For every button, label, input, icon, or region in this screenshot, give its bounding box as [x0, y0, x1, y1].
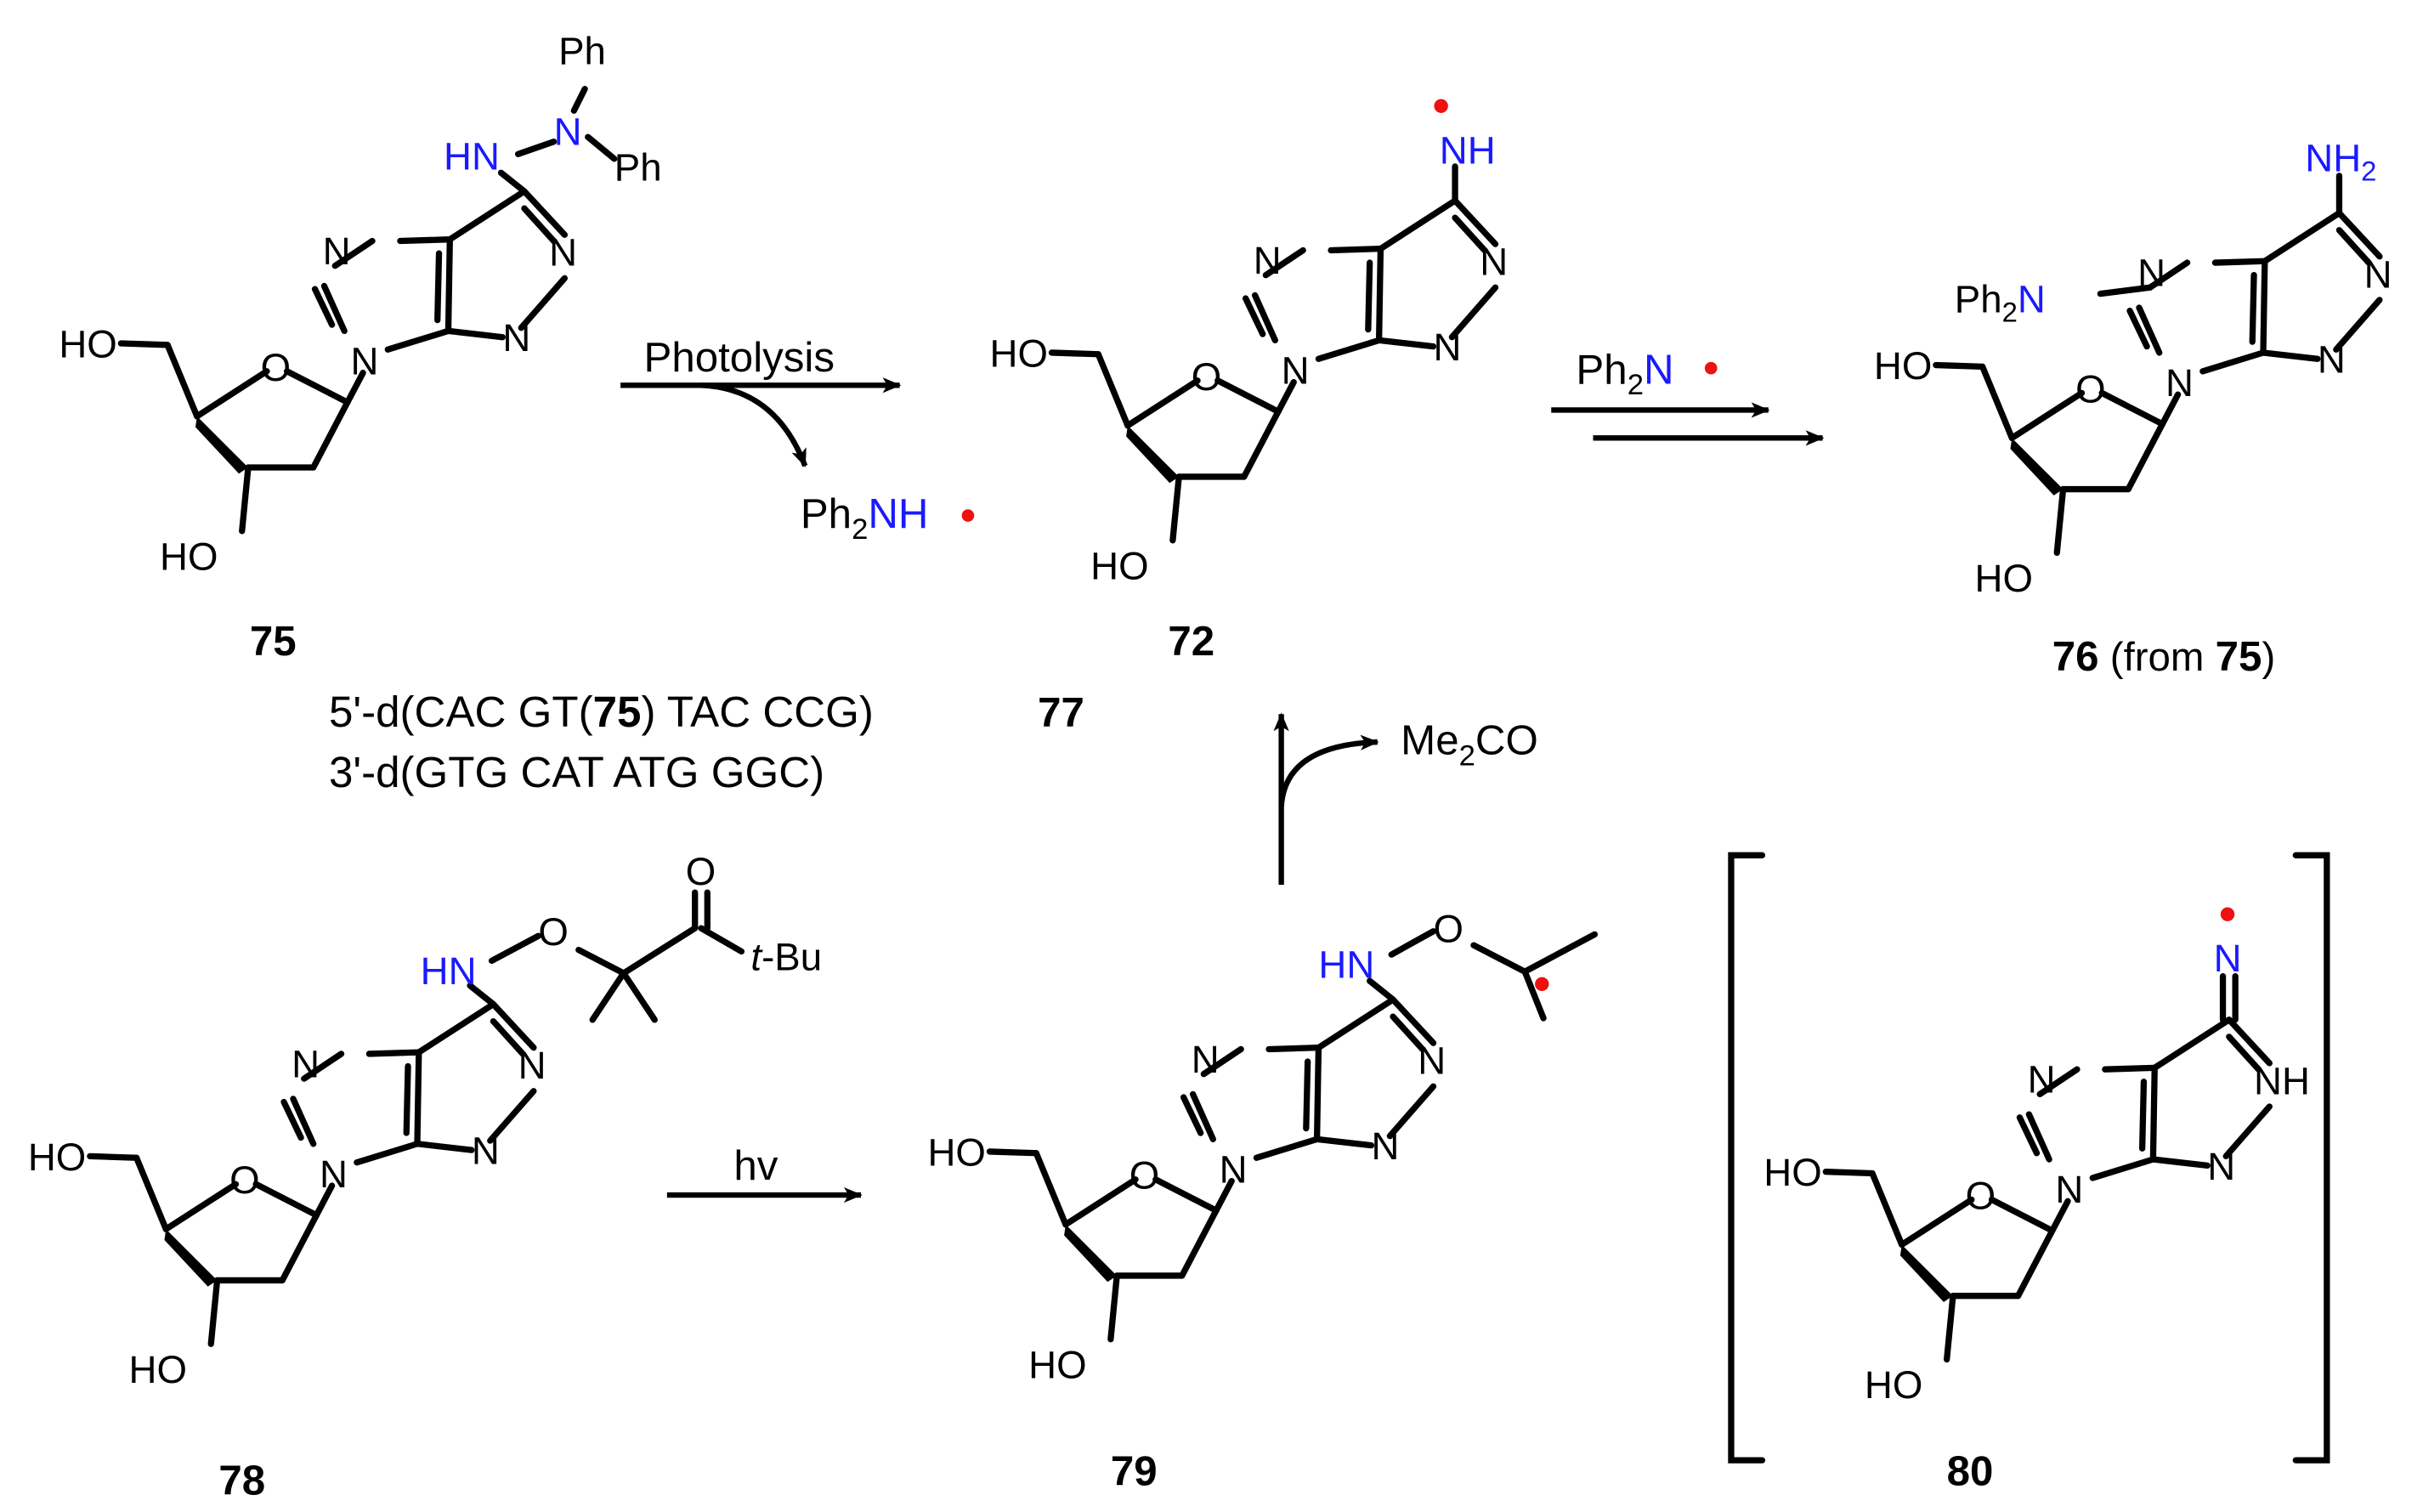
arrow-hv: hv: [666, 1142, 863, 1203]
label-compound-79: 79: [1111, 1447, 1158, 1494]
label-o: O: [538, 910, 569, 954]
strand-3-prime: 3'-d(GTG CAT ATG GGC): [329, 748, 824, 796]
atom-n3: N: [2318, 338, 2346, 382]
label-nh2: NH2: [2305, 136, 2376, 186]
label-o: O: [1434, 908, 1463, 951]
atom-o4: O: [2075, 367, 2106, 411]
label-compound-72: 72: [1168, 618, 1214, 665]
label-compound-77: 77: [1038, 689, 1084, 736]
atom-n3: N: [2207, 1145, 2235, 1188]
label-compound-75: 75: [250, 618, 297, 665]
atom-n1: N: [1418, 1039, 1446, 1083]
label-3-oh: HO: [1028, 1343, 1086, 1386]
bracket-right: [2292, 852, 2330, 1464]
label-carbonyl-o: O: [686, 850, 716, 893]
atom-o4: O: [229, 1158, 260, 1202]
atom-o4: O: [261, 346, 292, 389]
atom-n9: N: [1220, 1147, 1248, 1191]
label-5-oh: HO: [1763, 1151, 1821, 1194]
atom-n9: N: [351, 339, 379, 382]
compound-76: N N N N O HO HO NH2 Ph2N 76 (from 75): [1874, 136, 2392, 680]
compound-80: N NH N N O HO HO N 80: [1763, 907, 2310, 1494]
compound-75: N N N N O HO HO HN N Ph Ph 75: [59, 29, 661, 664]
reagent-photolysis: Photolysis: [643, 334, 835, 381]
atom-n7: N: [2028, 1058, 2056, 1101]
atom-o4: O: [1192, 355, 1222, 399]
label-5-oh: HO: [59, 322, 116, 365]
label-ph2n: Ph2N: [1955, 277, 2046, 327]
atom-n7: N: [323, 229, 351, 273]
label-nh-radical: NH: [1440, 128, 1496, 172]
atom-n3: N: [502, 316, 530, 360]
label-3-oh: HO: [128, 1348, 186, 1391]
label-5-oh: HO: [927, 1130, 985, 1174]
atom-n3: N: [1434, 326, 1462, 369]
compound-78: N N N N O HO HO HN O O t-Bu 78: [28, 850, 822, 1504]
atom-n7: N: [1254, 239, 1282, 282]
label-compound-80: 80: [1947, 1447, 1994, 1494]
label-hn: HN: [1318, 943, 1374, 987]
atom-n1: N: [518, 1044, 546, 1087]
bracket-left: [1728, 852, 1766, 1464]
atom-n9: N: [2165, 361, 2194, 405]
radical-dot: [1434, 99, 1448, 113]
strand-5-prime: 5'-d(CAC GT(75) TAC CCG): [329, 688, 874, 736]
byproduct-ph2nh: Ph2NH: [801, 490, 929, 546]
label-hn: HN: [444, 135, 500, 178]
label-3-oh: HO: [1975, 557, 2033, 600]
reagent-ph2n: Ph2N: [1576, 346, 1673, 401]
label-5-oh: HO: [1874, 344, 1932, 388]
label-3-oh: HO: [1090, 544, 1148, 587]
label-tbu: t-Bu: [750, 935, 822, 978]
arrow-ph2n: Ph2N: [1551, 346, 1825, 446]
atom-n9: N: [2055, 1168, 2083, 1211]
atom-n9: N: [1282, 348, 1310, 392]
label-3-oh: HO: [1865, 1363, 1922, 1407]
oligonucleotide-77: 5'-d(CAC GT(75) TAC CCG) 3'-d(GTG CAT AT…: [329, 688, 1084, 796]
radical-dot: [1704, 361, 1718, 375]
atom-n3: N: [1371, 1124, 1399, 1168]
byproduct-me2co: Me2CO: [1401, 717, 1538, 773]
arrow-photolysis: Photolysis Ph2NH: [620, 334, 975, 546]
atom-n7: N: [1192, 1038, 1220, 1081]
label-compound-78: 78: [218, 1457, 265, 1504]
label-hn: HN: [421, 949, 477, 993]
compound-72: N N N N O HO HO NH 72: [989, 99, 1508, 665]
label-3-oh: HO: [160, 535, 218, 578]
atom-n1: N: [1480, 241, 1508, 284]
radical-dot: [2220, 907, 2235, 921]
label-compound-76: 76 (from 75): [2052, 633, 2276, 680]
arrow-fragmentation: Me2CO: [1273, 712, 1538, 885]
label-ph-top: Ph: [558, 29, 606, 72]
atom-n7: N: [292, 1042, 320, 1085]
atom-n1: N: [2364, 252, 2392, 296]
compound-79: N N N N O HO HO HN O 79: [927, 908, 1598, 1494]
radical-dot: [961, 509, 975, 522]
atom-n9: N: [320, 1152, 348, 1196]
label-5-oh: HO: [989, 331, 1047, 375]
atom-n1: N: [549, 231, 577, 275]
atom-o4: O: [1129, 1154, 1159, 1198]
label-ph-right: Ph: [614, 145, 662, 189]
atom-o4: O: [1966, 1174, 1996, 1217]
radical-dot: [1535, 977, 1549, 992]
label-n: N: [554, 110, 582, 153]
atom-n3: N: [472, 1130, 500, 1173]
label-5-oh: HO: [28, 1135, 86, 1179]
label-imine-n: N: [2214, 937, 2242, 980]
reagent-hv: hv: [733, 1142, 778, 1189]
label-nh-ring: NH: [2254, 1059, 2310, 1102]
